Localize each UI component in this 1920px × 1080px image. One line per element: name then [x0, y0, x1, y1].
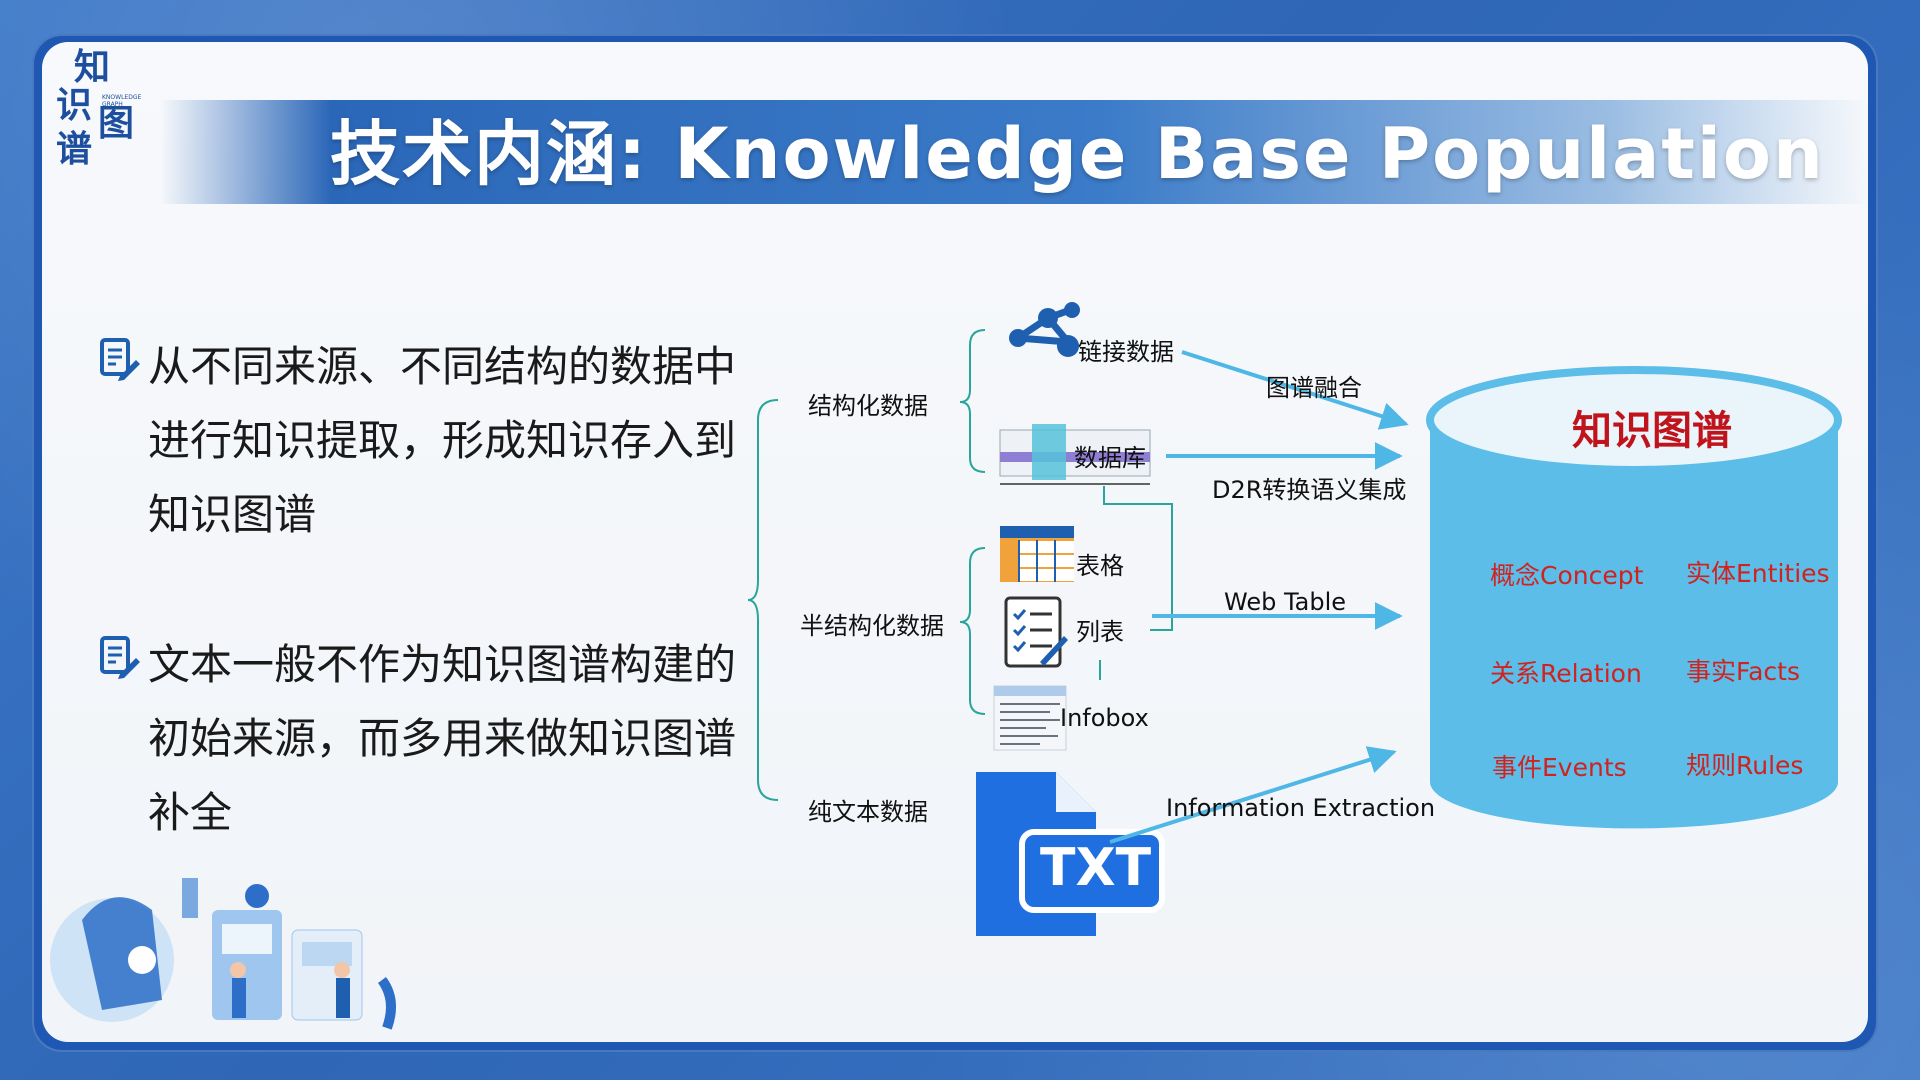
logo-subtitle: KNOWLEDGE GRAPH — [102, 94, 142, 108]
ai-team-illustration — [50, 878, 396, 1030]
slide-title: 技术内涵: Knowledge Base Population — [330, 113, 1825, 195]
kb-item: 关系Relation — [1490, 659, 1642, 688]
logo-char: 知 — [74, 47, 111, 88]
list-icon — [1004, 596, 1068, 668]
knowledge-graph-cylinder — [1426, 366, 1842, 829]
bullet-text: 从不同来源、不同结构的数据中进行知识提取，形成知识存入到知识图谱 — [148, 342, 737, 539]
document-pen-icon — [100, 636, 140, 679]
connector-line — [1103, 486, 1173, 631]
logo-char: 识 — [56, 85, 93, 126]
source-table: 表格 — [1076, 552, 1124, 580]
linked-data-icon — [1009, 302, 1080, 357]
logo-char: 谱 — [56, 129, 93, 170]
bullet-text: 文本一般不作为知识图谱构建的初始来源，而多用来做知识图谱补全 — [148, 640, 737, 837]
source-list: 列表 — [1076, 618, 1124, 646]
knowledge-graph-title: 知识图谱 — [1572, 408, 1732, 454]
main-brace — [747, 399, 779, 801]
knowledge-graph-logo: 知 识 图 谱 KNOWLEDGE GRAPH — [56, 50, 156, 170]
structured-brace — [959, 329, 986, 473]
kb-item: 实体Entities — [1686, 559, 1830, 588]
edge-graph-fusion: 图谱融合 — [1266, 374, 1362, 402]
title-band — [160, 100, 1870, 204]
source-infobox: Infobox — [1060, 704, 1149, 732]
category-structured: 结构化数据 — [808, 392, 928, 420]
edge-web-table: Web Table — [1224, 588, 1347, 616]
table-icon — [1000, 526, 1074, 582]
source-linked-data: 链接数据 — [1078, 338, 1174, 366]
edge-information-extraction: Information Extraction — [1166, 794, 1436, 822]
infobox-icon — [993, 685, 1067, 751]
semi-structured-brace — [959, 547, 986, 715]
kb-item: 事实Facts — [1686, 657, 1800, 686]
source-txt: TXT — [1040, 838, 1152, 898]
txt-file-icon — [976, 772, 1165, 936]
kb-item: 规则Rules — [1686, 751, 1804, 780]
database-icon — [999, 424, 1151, 485]
ie-arrow — [1109, 746, 1397, 844]
source-database: 数据库 — [1074, 444, 1146, 472]
edge-d2r: D2R转换语义集成 — [1212, 476, 1407, 504]
kb-item: 概念Concept — [1490, 561, 1644, 590]
graph-fusion-arrow — [1181, 350, 1409, 430]
document-pen-icon — [100, 338, 140, 381]
kb-item: 事件Events — [1492, 753, 1627, 782]
logo-char: 图 — [98, 103, 135, 144]
category-semi-structured: 半结构化数据 — [800, 612, 944, 640]
category-plain-text: 纯文本数据 — [808, 798, 928, 826]
